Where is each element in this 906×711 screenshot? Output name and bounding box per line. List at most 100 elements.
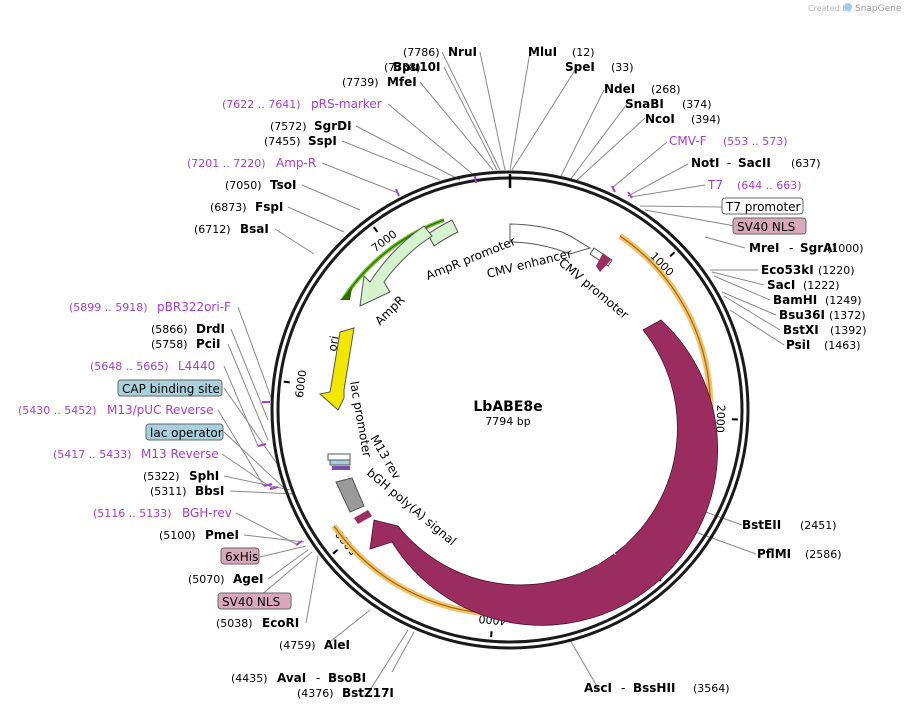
- bgh-polya-feature: [335, 477, 365, 513]
- watermark-created-by: Created by: [808, 4, 852, 13]
- primer-position: (5899 .. 5918): [69, 301, 148, 314]
- enzyme-position: (374): [682, 98, 712, 111]
- sv40-nls-top-box: [732, 217, 807, 235]
- enzyme-position: (2451): [800, 519, 837, 532]
- enzyme-sep: -: [727, 156, 731, 170]
- plasmid-length: 7794 bp: [485, 415, 530, 428]
- lac-operator-box: [145, 423, 224, 441]
- scale-tick: [283, 380, 290, 384]
- enzyme-label: Eco53kI: [761, 263, 814, 277]
- sv40-nls-bottom-box: [217, 592, 292, 610]
- enzyme-label: MfeI: [387, 75, 417, 89]
- sv40-nls-marker: [596, 253, 611, 272]
- enzyme-label: BbsI: [195, 484, 224, 498]
- enzyme-label: PmeI: [205, 528, 239, 542]
- scale-tick: [332, 549, 339, 555]
- enzyme-sep: -: [789, 241, 793, 255]
- enzyme-position: (637): [791, 157, 821, 170]
- primer-label: M13/pUC Reverse: [107, 403, 214, 417]
- t7-promoter-box: [721, 197, 804, 215]
- enzyme-label: Bsu36I: [779, 308, 825, 322]
- primer-position: (553 .. 573): [723, 135, 788, 148]
- plasmid-name: LbABE8e: [473, 399, 542, 415]
- enzyme-label: BstZ17I: [342, 686, 394, 700]
- ori-feature: [318, 327, 355, 411]
- cap-binding-box: [117, 379, 223, 397]
- enzyme-label: AgeI: [233, 572, 263, 586]
- primer-position: (5430 .. 5452): [18, 404, 97, 417]
- enzyme-label: BsoBI: [328, 671, 366, 685]
- enzyme-label: EcoRI: [262, 616, 299, 630]
- enzyme-label: BsaI: [240, 222, 269, 236]
- primer-position: (5417 .. 5433): [53, 448, 132, 461]
- enzyme-position: (1372): [829, 309, 866, 322]
- enzyme-position: (4435): [231, 672, 268, 685]
- cmv-enhancer-feature: [509, 223, 592, 255]
- primer-label: CMV-F: [669, 134, 707, 148]
- enzyme-position: (7739): [342, 76, 379, 89]
- enzyme-label: BssHII: [633, 681, 675, 695]
- enzyme-label: AscI: [584, 681, 612, 695]
- primer-label: L4440: [178, 359, 215, 373]
- enzyme-position: (6873): [210, 201, 247, 214]
- primer-label: T7: [707, 178, 723, 192]
- sv40-nls-bottom-label: SV40 NLS: [222, 595, 280, 609]
- lac-operator-marker: [329, 459, 351, 466]
- enzyme-position: (1220): [818, 264, 855, 277]
- enzyme-position: (1249): [825, 294, 862, 307]
- enzyme-position: (7572): [270, 120, 307, 133]
- enzyme-position: (7786): [403, 46, 440, 59]
- enzyme-label: PflMI: [757, 547, 791, 561]
- enzyme-label: PsiI: [786, 338, 810, 352]
- enzyme-label: PciI: [196, 337, 221, 351]
- enzyme-label: BamHI: [773, 293, 817, 307]
- lac-operator-label: lac operator: [150, 426, 223, 440]
- enzyme-label: SspI: [308, 134, 337, 148]
- backbone-outer-strand: [270, 170, 750, 650]
- green-arc-arrowhead: [340, 288, 352, 300]
- enzyme-position: (1000): [827, 242, 864, 255]
- enzyme-sep: -: [316, 671, 320, 685]
- enzyme-position: (12): [572, 46, 595, 59]
- feature-label-ori: ori: [325, 335, 341, 353]
- enzyme-label: NotI: [691, 156, 720, 170]
- enzyme-label: AleI: [324, 638, 350, 652]
- watermark-brand: SnapGene: [855, 4, 902, 14]
- primer-label: M13 Reverse: [141, 447, 219, 461]
- enzyme-position: (5100): [159, 529, 196, 542]
- cap-binding-label: CAP binding site: [122, 382, 220, 396]
- primer-position: (644 .. 663): [737, 179, 802, 192]
- scale-tick-label: 6000: [293, 369, 309, 398]
- enzyme-position: (6712): [194, 223, 231, 236]
- enzyme-position: (4759): [279, 639, 316, 652]
- scale-tick: [373, 226, 379, 233]
- enzyme-label: SpeI: [565, 60, 595, 74]
- enzyme-position: (4376): [297, 687, 334, 700]
- enzyme-label: BstEII: [742, 518, 781, 532]
- enzyme-label: BstXI: [783, 323, 819, 337]
- enzyme-label: AvaI: [277, 671, 306, 685]
- primer-position: (7622 .. 7641): [222, 98, 301, 111]
- enzyme-position: (5311): [150, 485, 187, 498]
- feature-label-cmv-promoter: CMV promoter: [556, 256, 631, 322]
- labels-right: NruI (7786) MluI (12) SpeI (33) NdeI (26…: [403, 45, 867, 695]
- boxed-labels: T7 promoter SV40 NLS CAP binding site la…: [117, 197, 807, 610]
- enzyme-label: NdeI: [604, 82, 635, 96]
- enzyme-sep: -: [621, 681, 625, 695]
- ampr-feature: [359, 225, 433, 307]
- enzyme-label: TsoI: [270, 178, 296, 192]
- enzyme-label: MluI: [528, 45, 557, 59]
- sv40-nls-bottom-marker: [354, 510, 372, 524]
- primer-position: (5116 .. 5133): [93, 507, 172, 520]
- enzyme-position: (1463): [824, 339, 861, 352]
- enzyme-position: (5758): [151, 338, 188, 351]
- enzyme-position: (5866): [151, 323, 188, 336]
- green-arc-core: [343, 219, 445, 299]
- primer-label: pRS-marker: [311, 97, 382, 111]
- feature-label-lac-promoter: lac promoter: [347, 380, 374, 458]
- m13-rev-marker: [332, 466, 350, 470]
- enzyme-position: (1392): [830, 324, 867, 337]
- enzyme-position: (7050): [225, 179, 262, 192]
- enzyme-position: (7455): [264, 135, 301, 148]
